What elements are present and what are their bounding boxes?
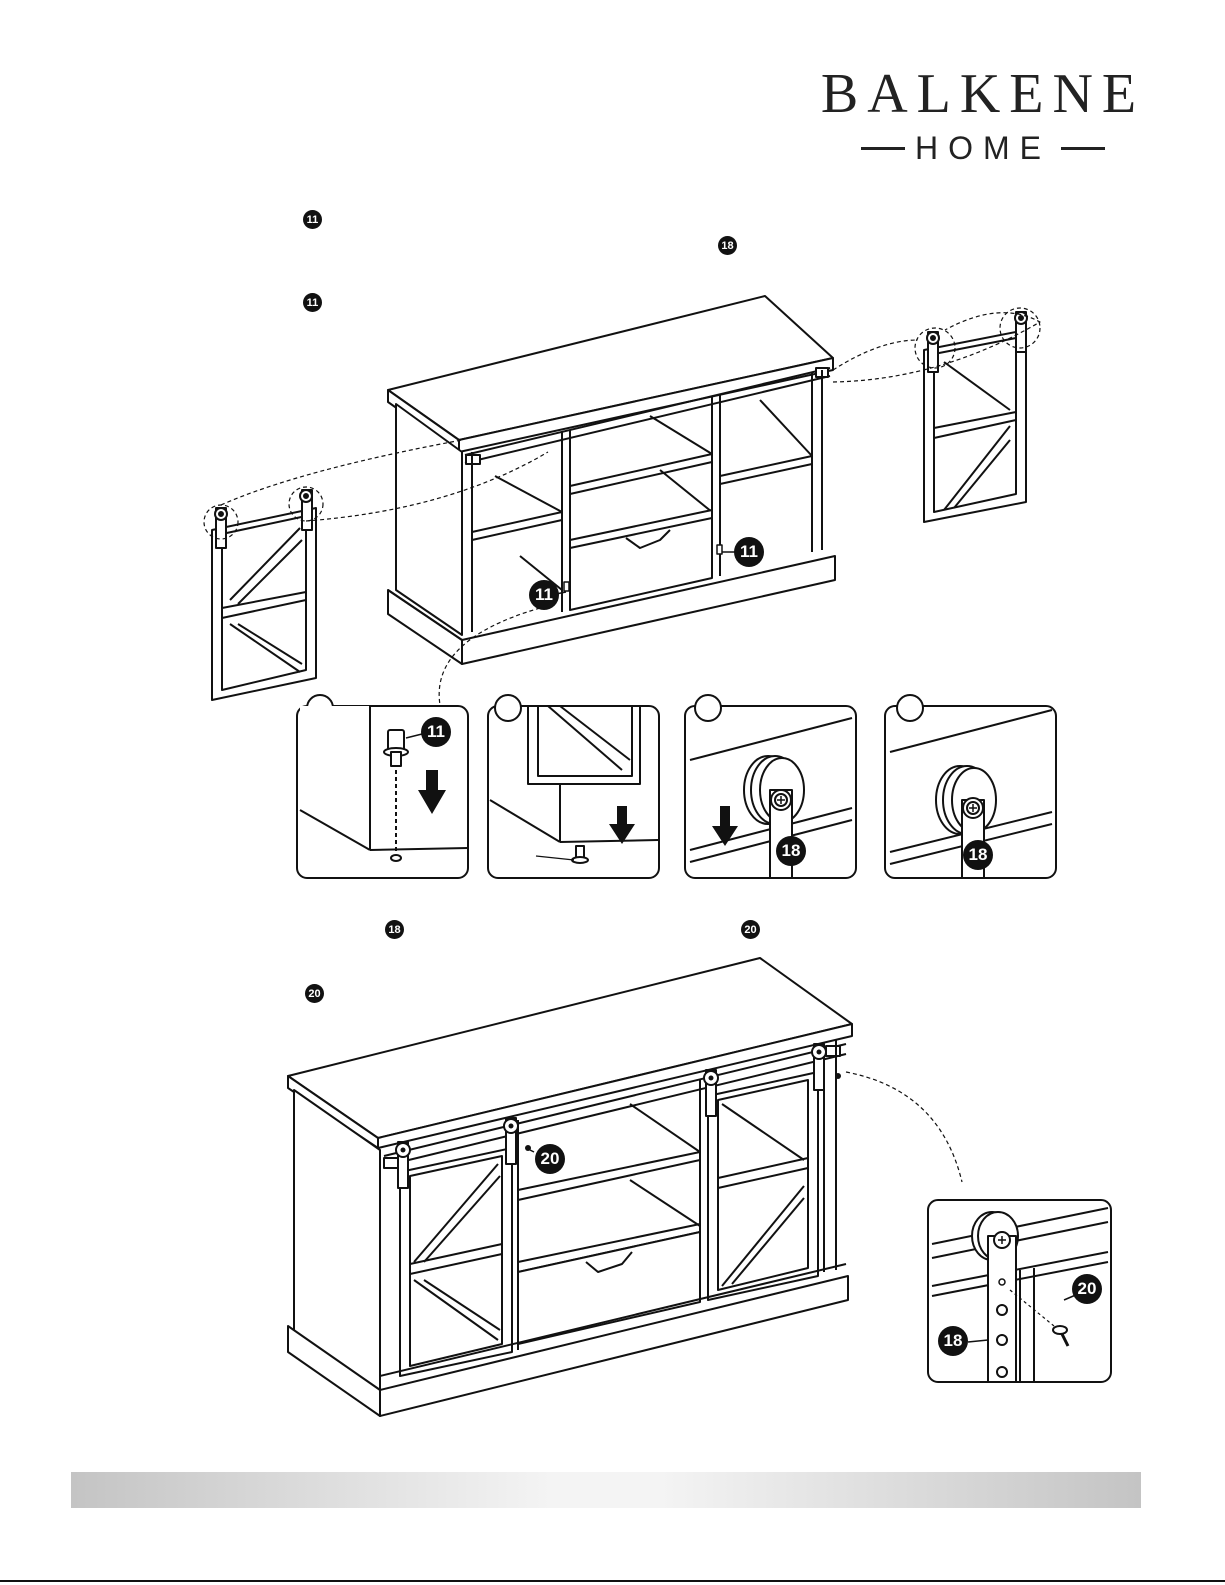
detail-lead-b (846, 1072, 962, 1182)
detail-b-screw-badge: 20 (1072, 1274, 1102, 1304)
callout-a-right: 11 (734, 537, 764, 567)
footer-gradient-bar (71, 1472, 1141, 1508)
detail-3-badge: 18 (776, 836, 806, 866)
callout-a-left: 11 (529, 580, 559, 610)
detail-1-badge: 11 (421, 717, 451, 747)
detail-box-2 (488, 695, 659, 878)
callout-b-center: 20 (535, 1144, 565, 1174)
left-door-a (204, 440, 548, 700)
detail-4-badge: 18 (963, 840, 993, 870)
detail-box-3 (685, 695, 856, 878)
tv-stand-b (288, 958, 852, 1416)
bottom-rule (0, 1580, 1225, 1582)
right-door-a (833, 308, 1040, 522)
detail-b-plate-badge: 18 (938, 1326, 968, 1356)
tv-stand-a (388, 296, 835, 664)
